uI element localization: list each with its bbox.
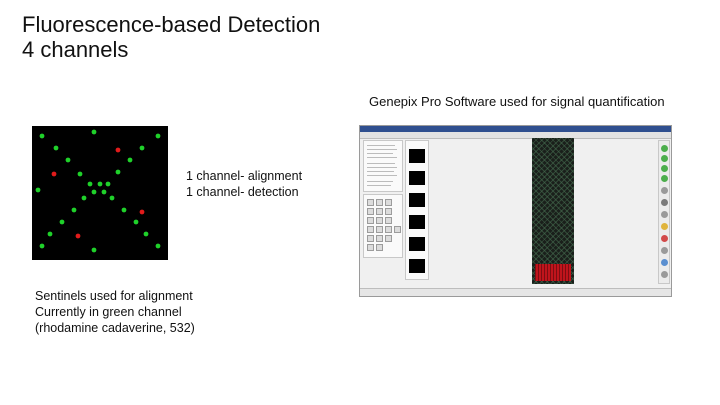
sentinel-dot xyxy=(35,187,41,193)
sentinel-dot xyxy=(97,181,103,187)
sentinel-dot xyxy=(133,219,139,225)
sentinel-fluorescence-image xyxy=(32,126,168,260)
tools-panel xyxy=(363,194,403,258)
sentinel-dot xyxy=(139,209,145,215)
sentinel-dot xyxy=(109,195,115,201)
sentinel-dot xyxy=(39,243,45,249)
channel-thumbnails-panel xyxy=(405,140,429,280)
slide-title-line1: Fluorescence-based Detection xyxy=(22,12,321,37)
sentinel-dot xyxy=(143,231,149,237)
sentinel-dot xyxy=(87,181,93,187)
microarray-scan-image xyxy=(532,138,574,284)
sentinel-dot xyxy=(47,231,53,237)
sentinel-dot xyxy=(91,247,97,253)
sentinels-line1: Sentinels used for alignment xyxy=(35,289,193,303)
window-menubar xyxy=(360,132,671,139)
sentinels-line2: Currently in green channel xyxy=(35,305,182,319)
sentinel-dot xyxy=(139,145,145,151)
window-statusbar xyxy=(360,288,671,296)
sentinel-dot xyxy=(121,207,127,213)
sentinel-dot xyxy=(115,147,121,153)
software-caption: Genepix Pro Software used for signal qua… xyxy=(369,94,665,109)
sentinel-dot xyxy=(59,219,65,225)
sentinel-dot xyxy=(51,171,57,177)
sentinel-dot xyxy=(155,243,161,249)
sentinels-line3: (rhodamine cadaverine, 532) xyxy=(35,321,195,335)
sentinel-dot xyxy=(71,207,77,213)
slide-title: Fluorescence-based Detection 4 channels xyxy=(22,12,320,62)
sentinel-dot xyxy=(127,157,133,163)
sentinel-dot xyxy=(81,195,87,201)
genepix-screenshot-image xyxy=(359,125,672,297)
sentinels-text: Sentinels used for alignment Currently i… xyxy=(35,288,195,336)
channels-line1: 1 channel- alignment xyxy=(186,169,303,183)
right-toolbar xyxy=(658,140,670,284)
sentinel-dot xyxy=(155,133,161,139)
sentinel-dot xyxy=(77,171,83,177)
sentinel-dot xyxy=(101,189,107,195)
channels-line2: 1 channel- detection xyxy=(186,185,299,199)
sentinel-dot xyxy=(105,181,111,187)
sentinel-dot xyxy=(65,157,71,163)
red-signal-block xyxy=(535,264,571,281)
channels-text: 1 channel- alignment 1 channel- detectio… xyxy=(186,168,302,200)
sentinel-dot xyxy=(91,189,97,195)
sentinel-dot xyxy=(91,129,97,135)
slide-title-line2: 4 channels xyxy=(22,37,129,62)
sentinel-dot xyxy=(75,233,81,239)
settings-panel xyxy=(363,140,403,192)
sentinel-dot xyxy=(53,145,59,151)
sentinel-dot xyxy=(115,169,121,175)
window-titlebar xyxy=(360,126,671,132)
sentinel-dot xyxy=(39,133,45,139)
